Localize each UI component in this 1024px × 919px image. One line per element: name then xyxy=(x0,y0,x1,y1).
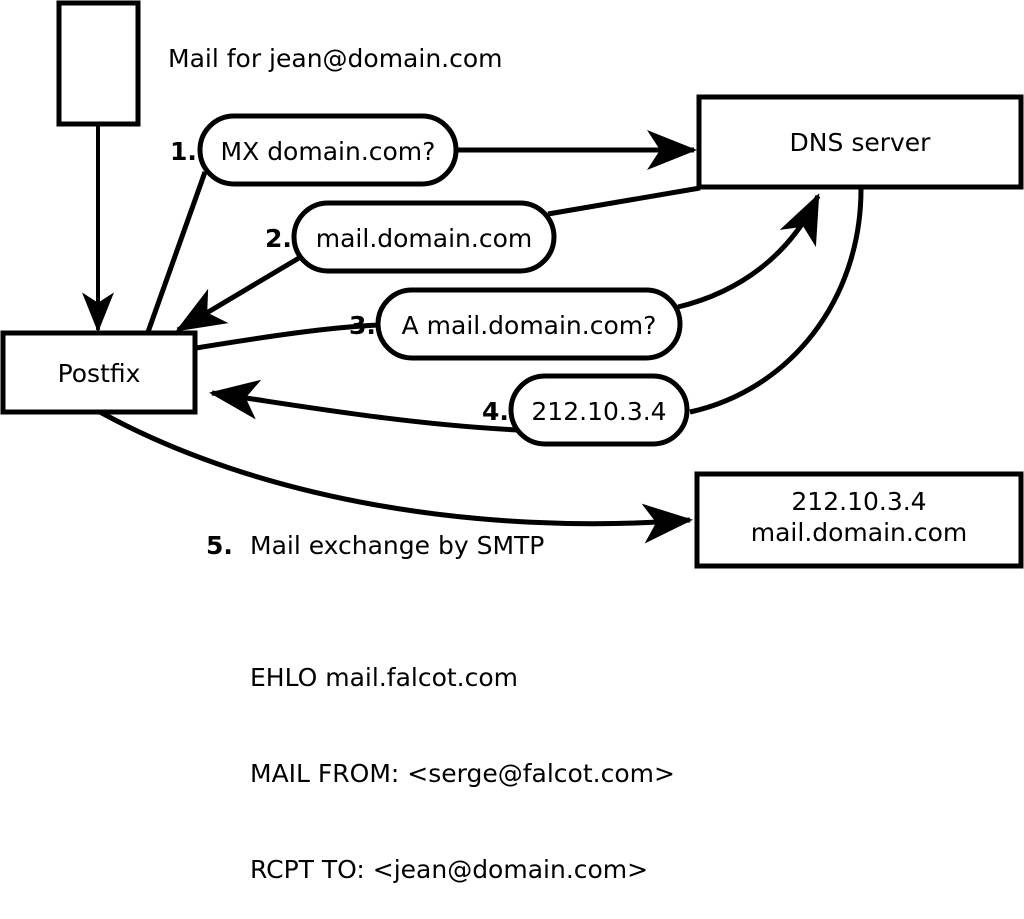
bubble-step-4 xyxy=(508,373,690,447)
edge-dns-to-step4 xyxy=(689,188,864,415)
edge-dns-to-step2 xyxy=(547,185,701,217)
step-number-5: 5. xyxy=(206,531,233,560)
bubble-step-2 xyxy=(291,200,557,274)
edge-step4-to-postfix xyxy=(209,379,519,433)
bubble-step-1 xyxy=(197,113,459,187)
node-postfix-box xyxy=(0,330,198,415)
bubble-label-step-3: A mail.domain.com? xyxy=(401,311,657,340)
bubble-label-step-2: mail.domain.com xyxy=(315,224,533,253)
edge-postfix-to-mailserver xyxy=(98,409,693,544)
node-dns-box xyxy=(696,94,1024,190)
node-dns-label: DNS server xyxy=(789,128,931,157)
edge-step2-to-postfix xyxy=(175,255,301,333)
step-number-1: 1. xyxy=(170,137,197,166)
bubble-label-step-4: 212.10.3.4 xyxy=(531,397,667,426)
node-mailserver-box xyxy=(694,471,1024,569)
bubble-step-3 xyxy=(375,287,683,361)
node-postfix-label: Postfix xyxy=(57,359,141,388)
node-mailserver-label-host: mail.domain.com xyxy=(750,518,968,547)
node-mailserver-label-ip: 212.10.3.4 xyxy=(791,487,927,516)
step-number-3: 3. xyxy=(349,311,376,340)
smtp-line: RCPT TO: <jean@domain.com> xyxy=(250,855,649,884)
smtp-line: MAIL FROM: <serge@falcot.com> xyxy=(250,759,675,788)
bubble-label-step-1: MX domain.com? xyxy=(220,137,436,166)
step-number-2: 2. xyxy=(265,224,292,253)
edge-step3-to-dns xyxy=(677,193,821,310)
node-client-box xyxy=(56,0,141,127)
step5-label: Mail exchange by SMTP xyxy=(250,531,545,560)
edge-postfix-to-step1 xyxy=(145,171,208,333)
smtp-transcript: EHLO mail.falcot.com MAIL FROM: <serge@f… xyxy=(250,598,675,919)
step-number-4: 4. xyxy=(482,397,509,426)
smtp-line: EHLO mail.falcot.com xyxy=(250,663,519,692)
page-title: Mail for jean@domain.com xyxy=(168,44,503,73)
edge-postfix-to-step3 xyxy=(195,322,381,351)
